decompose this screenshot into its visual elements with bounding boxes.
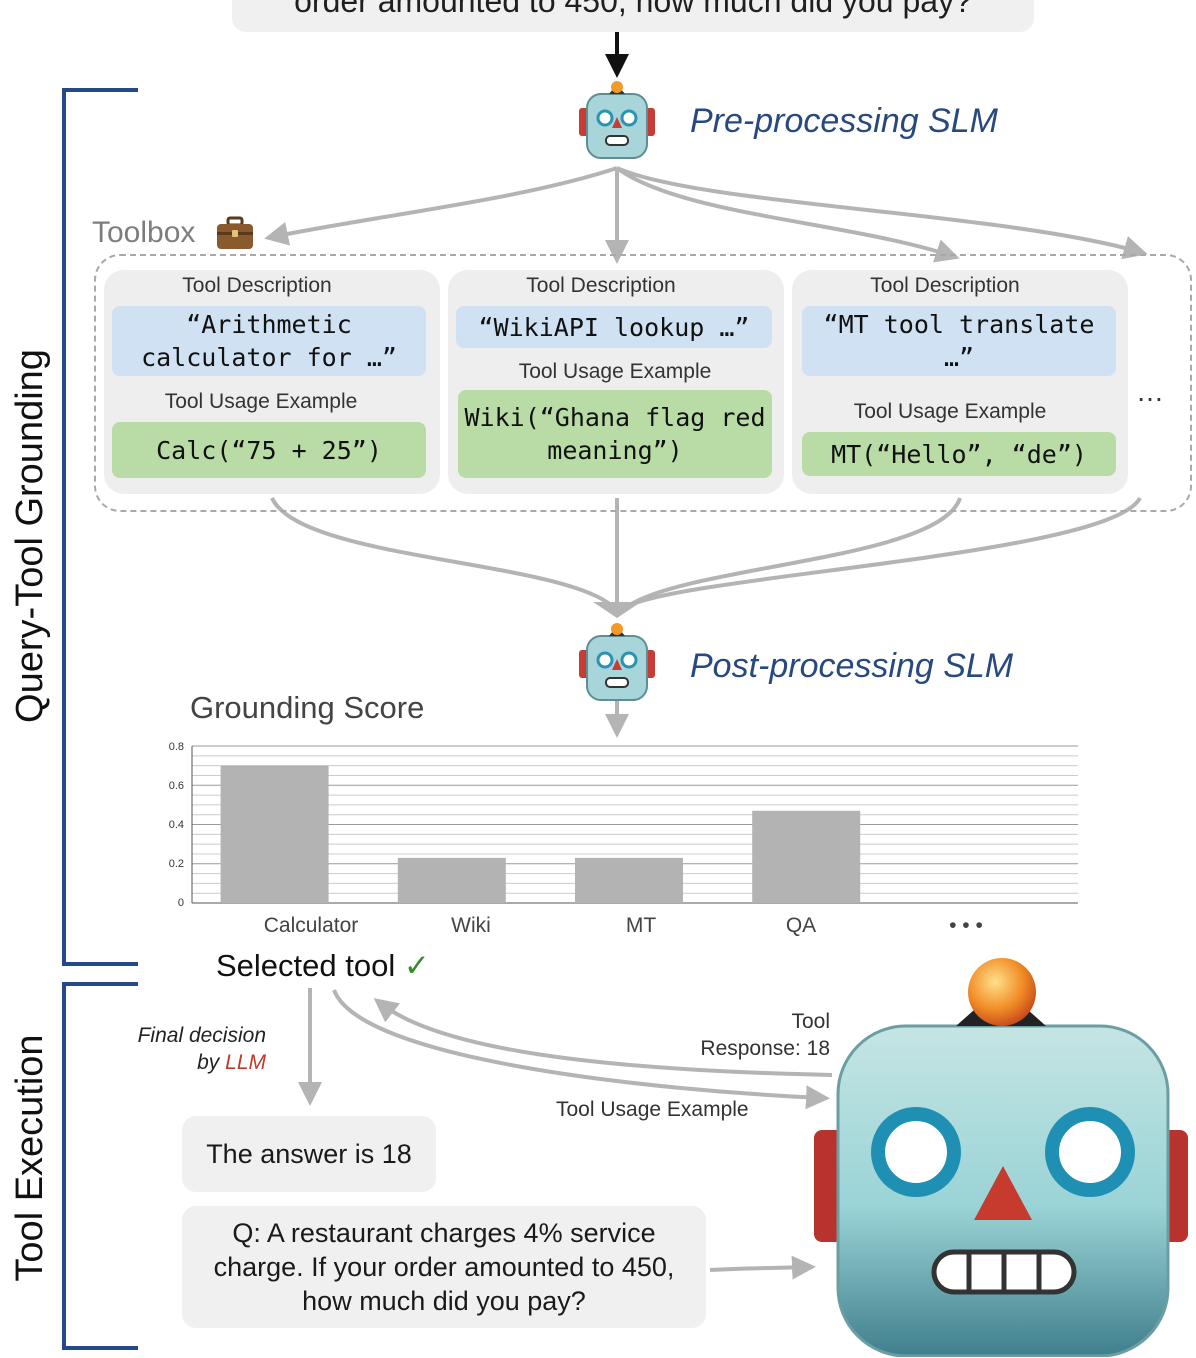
top-query-bubble: order amounted to 450, how much did you …	[232, 0, 1034, 32]
tool-usage-header: Tool Usage Example	[853, 400, 1047, 423]
check-icon: ✓	[403, 948, 430, 983]
top-query-text: order amounted to 450, how much did you …	[294, 0, 972, 19]
question-bubble: Q: A restaurant charges 4% service charg…	[182, 1206, 706, 1328]
tool-description-text: “Arithmetic calculator for …”	[141, 310, 397, 372]
x-category-label: Wiki	[451, 914, 491, 937]
tool-usage-text: Calc(“75 + 25”)	[156, 435, 382, 465]
tool-description-box: “MT tool translate …”	[802, 306, 1116, 376]
arrow-to-toolbox	[264, 166, 618, 246]
tool-description-text: “WikiAPI lookup …”	[478, 312, 750, 342]
final-decision-note: Final decision by LLM	[100, 1022, 266, 1076]
briefcase-icon	[217, 216, 253, 249]
toolbox-frame	[94, 254, 1192, 512]
y-tick-label: 0	[177, 897, 184, 909]
tool-description-text: “MT tool translate …”	[823, 310, 1095, 372]
tool-description-box: “Arithmetic calculator for …”	[112, 306, 426, 376]
calculator-to-post-arrow	[270, 497, 614, 608]
arrow-to-more-tools	[616, 166, 1148, 260]
x-category-label: QA	[785, 914, 817, 937]
x-category-label: MT	[625, 914, 657, 937]
tool-usage-header: Tool Usage Example	[164, 390, 358, 413]
tool-description-header: Tool Description	[182, 274, 332, 297]
tool-description-header: Tool Description	[870, 274, 1020, 297]
y-tick-label: 0.8	[168, 741, 184, 753]
merge-arrowhead	[593, 602, 641, 618]
question-text: Q: A restaurant charges 4% service charg…	[213, 1218, 675, 1316]
pre-slm-robot-icon	[579, 81, 655, 159]
toolbox-label: Toolbox	[92, 216, 195, 250]
toolbox-label-text: Toolbox	[92, 216, 196, 249]
usage-example-arrow	[332, 989, 830, 1110]
tool-usage-header: Tool Usage Example	[518, 360, 712, 383]
post-slm-robot-icon	[579, 623, 655, 701]
tool-usage-text: Wiki(“Ghana flag red meaning”)	[464, 403, 766, 465]
llm-label: LLM	[225, 1051, 266, 1074]
final-decision-by: by	[197, 1051, 226, 1074]
tool-usage-box: MT(“Hello”, “de”)	[802, 432, 1116, 476]
more-to-post-arrow	[627, 496, 1142, 608]
answer-text: The answer is 18	[206, 1139, 412, 1169]
answer-bubble: The answer is 18	[182, 1116, 436, 1192]
x-category-label: Calculator	[263, 914, 359, 937]
tool-usage-box: Wiki(“Ghana flag red meaning”)	[458, 390, 772, 478]
tool-description-box: “WikiAPI lookup …”	[456, 306, 772, 348]
y-tick-label: 0.4	[168, 819, 184, 831]
question-to-llm-arrow	[709, 1255, 816, 1280]
execution-bracket	[62, 982, 138, 1350]
tool-response-arrow	[373, 998, 833, 1077]
bar-wiki	[397, 857, 506, 903]
grounding-bracket	[62, 88, 138, 966]
post-slm-label: Post-processing SLM	[690, 647, 1014, 685]
chart-title: Grounding Score	[190, 690, 425, 725]
tool-response-note: Tool Response: 18	[700, 1010, 830, 1060]
bar-mt	[575, 857, 683, 903]
llm-robot-icon	[814, 958, 1188, 1357]
tool-description-header: Tool Description	[526, 274, 676, 297]
tool-usage-text: MT(“Hello”, “de”)	[831, 439, 1087, 469]
x-category-label: • • •	[949, 914, 983, 937]
selected-tool-text: Selected tool	[216, 948, 396, 983]
tool-usage-example-note: Tool Usage Example	[556, 1098, 749, 1121]
y-tick-label: 0.2	[168, 858, 184, 870]
bar-calculator	[220, 765, 329, 903]
more-tools-ellipsis: …	[1136, 376, 1168, 407]
mt-to-post-arrow	[626, 497, 962, 608]
pre-slm-label: Pre-processing SLM	[690, 102, 999, 140]
final-decision-line1: Final decision	[137, 1024, 266, 1047]
arrow-to-mt-card	[615, 166, 960, 263]
y-tick-label: 0.6	[168, 780, 184, 792]
selected-tool-label: Selected tool ✓	[216, 948, 430, 984]
tool-usage-box: Calc(“75 + 25”)	[112, 422, 426, 478]
bar-qa	[752, 810, 861, 903]
